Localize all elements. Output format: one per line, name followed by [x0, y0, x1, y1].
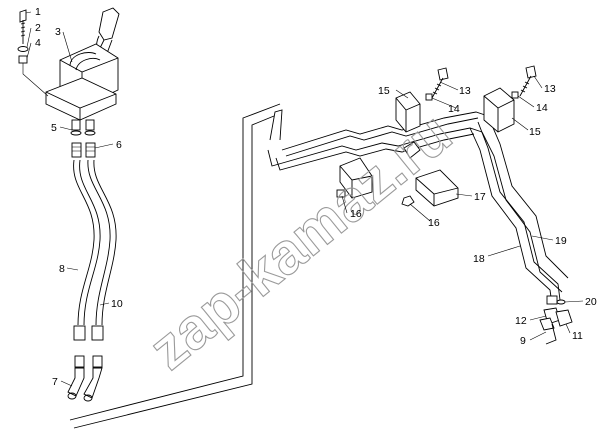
- control-handle-assembly: [17, 7, 120, 402]
- callout-8: 8: [59, 263, 65, 275]
- callout-2: 2: [35, 22, 41, 34]
- callout-15-left: 15: [378, 85, 390, 97]
- brackets: [336, 87, 515, 207]
- callout-14-right: 14: [536, 102, 548, 114]
- callout-13-right: 13: [544, 83, 556, 95]
- callout-5: 5: [51, 122, 57, 134]
- callout-18: 18: [473, 253, 485, 265]
- callout-16-right: 16: [428, 217, 440, 229]
- callout-10: 10: [111, 298, 123, 310]
- callout-17: 17: [474, 191, 486, 203]
- watermark: zap-kamaz.ru: [137, 100, 463, 382]
- callout-20: 20: [585, 296, 597, 308]
- callout-4: 4: [35, 37, 41, 49]
- pipe-run-outline: [69, 103, 569, 429]
- callout-labels: 1 2 3 4 5 6 7 8 9 10 11 12 13 13 14 14 1…: [35, 6, 597, 388]
- callout-3: 3: [55, 26, 61, 38]
- valve-fittings: [539, 295, 573, 345]
- callout-15-right: 15: [529, 126, 541, 138]
- leader-lines: [25, 11, 584, 387]
- callout-13-left: 13: [459, 85, 471, 97]
- callout-19: 19: [555, 235, 567, 247]
- callout-12: 12: [515, 315, 527, 327]
- callout-1: 1: [35, 6, 41, 18]
- callout-7: 7: [52, 376, 58, 388]
- callout-11: 11: [572, 330, 583, 342]
- callout-14-left: 14: [448, 103, 460, 115]
- bolts: [425, 65, 537, 101]
- callout-16-left: 16: [350, 208, 362, 220]
- callout-6: 6: [116, 139, 122, 151]
- callout-9: 9: [520, 335, 526, 347]
